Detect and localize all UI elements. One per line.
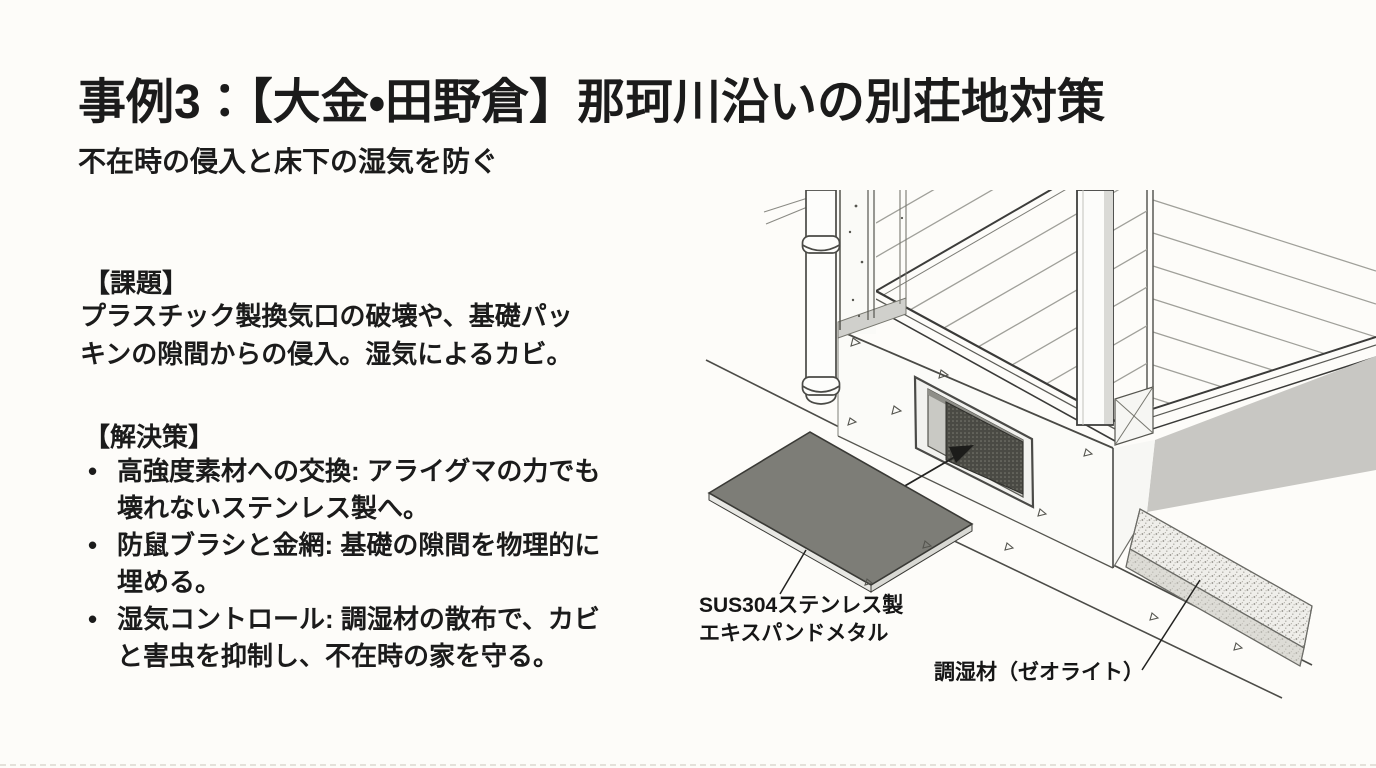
label-desiccant: 調湿材（ゼオライト）: [934, 661, 1144, 684]
page-title: 事例3：【大金・田野倉】那珂川沿いの別荘地対策: [78, 76, 1106, 129]
vent-mesh: [945, 401, 1024, 495]
leader-line-mesh-label: [779, 549, 807, 595]
problem-heading: 【課題】: [84, 268, 189, 298]
label-expanded-metal-line2: エキスパンドメタル: [699, 622, 889, 645]
label-expanded-metal: SUS304ステンレス製 エキスパンドメタル: [699, 592, 903, 648]
solution-item: • 防鼠ブラシと金網: 基礎の隙間を物理的に埋める。: [80, 527, 622, 601]
leader-line-desiccant-label: [1141, 579, 1201, 671]
vent-pointer-arrow: [902, 445, 974, 488]
bottom-edge-line: [0, 764, 1376, 766]
foundation-right-face-shade: [1147, 356, 1376, 512]
problem-body: プラスチック製換気口の破壊や、基礎パッキンの隙間からの侵入。湿気によるカビ。: [80, 301, 573, 369]
downspout-pipe: [801, 190, 841, 405]
wall-corner-trim-left: [837, 190, 907, 339]
zeolite-band: [1125, 508, 1313, 667]
deck-rim-front: [875, 290, 1116, 442]
solution-list: • 高強度素材への交換: アライグマの力でも壊れないステンレス製へ。 • 防鼠ブ…: [80, 453, 640, 675]
solution-item-text: 防鼠ブラシと金網: 基礎の隙間を物理的に埋める。: [117, 530, 601, 597]
solution-item-text: 高強度素材への交換: アライグマの力でも壊れないステンレス製へ。: [117, 456, 601, 523]
solution-heading: 【解決策】: [84, 422, 215, 452]
rim-corner-block: [1114, 386, 1154, 446]
corner-post: [1076, 190, 1114, 426]
foundation-vent: [913, 375, 1035, 509]
label-expanded-metal-line1: SUS304ステンレス製: [699, 594, 904, 617]
expanded-metal-sheet: [707, 431, 974, 593]
solution-item-text: 湿気コントロール: 調湿材の散布で、カビと害虫を抑制し、不在時の家を守る。: [117, 604, 600, 671]
bullet-icon: •: [88, 530, 98, 560]
bullet-icon: •: [88, 456, 98, 486]
solution-item: • 高強度素材への交換: アライグマの力でも壊れないステンレス製へ。: [80, 453, 622, 527]
wall-corner-trim-right: [1146, 190, 1154, 410]
trim-speck-marks: [848, 204, 904, 318]
formwork-marks: [847, 337, 1244, 651]
solution-item: • 湿気コントロール: 調湿材の散布で、カビと害虫を抑制し、不在時の家を守る。: [80, 601, 622, 675]
foundation-vent-diagram: [705, 190, 1376, 699]
page-subtitle: 不在時の侵入と床下の湿気を防ぐ: [78, 146, 499, 177]
deck-rim-right: [1114, 336, 1376, 442]
bullet-icon: •: [88, 604, 98, 634]
